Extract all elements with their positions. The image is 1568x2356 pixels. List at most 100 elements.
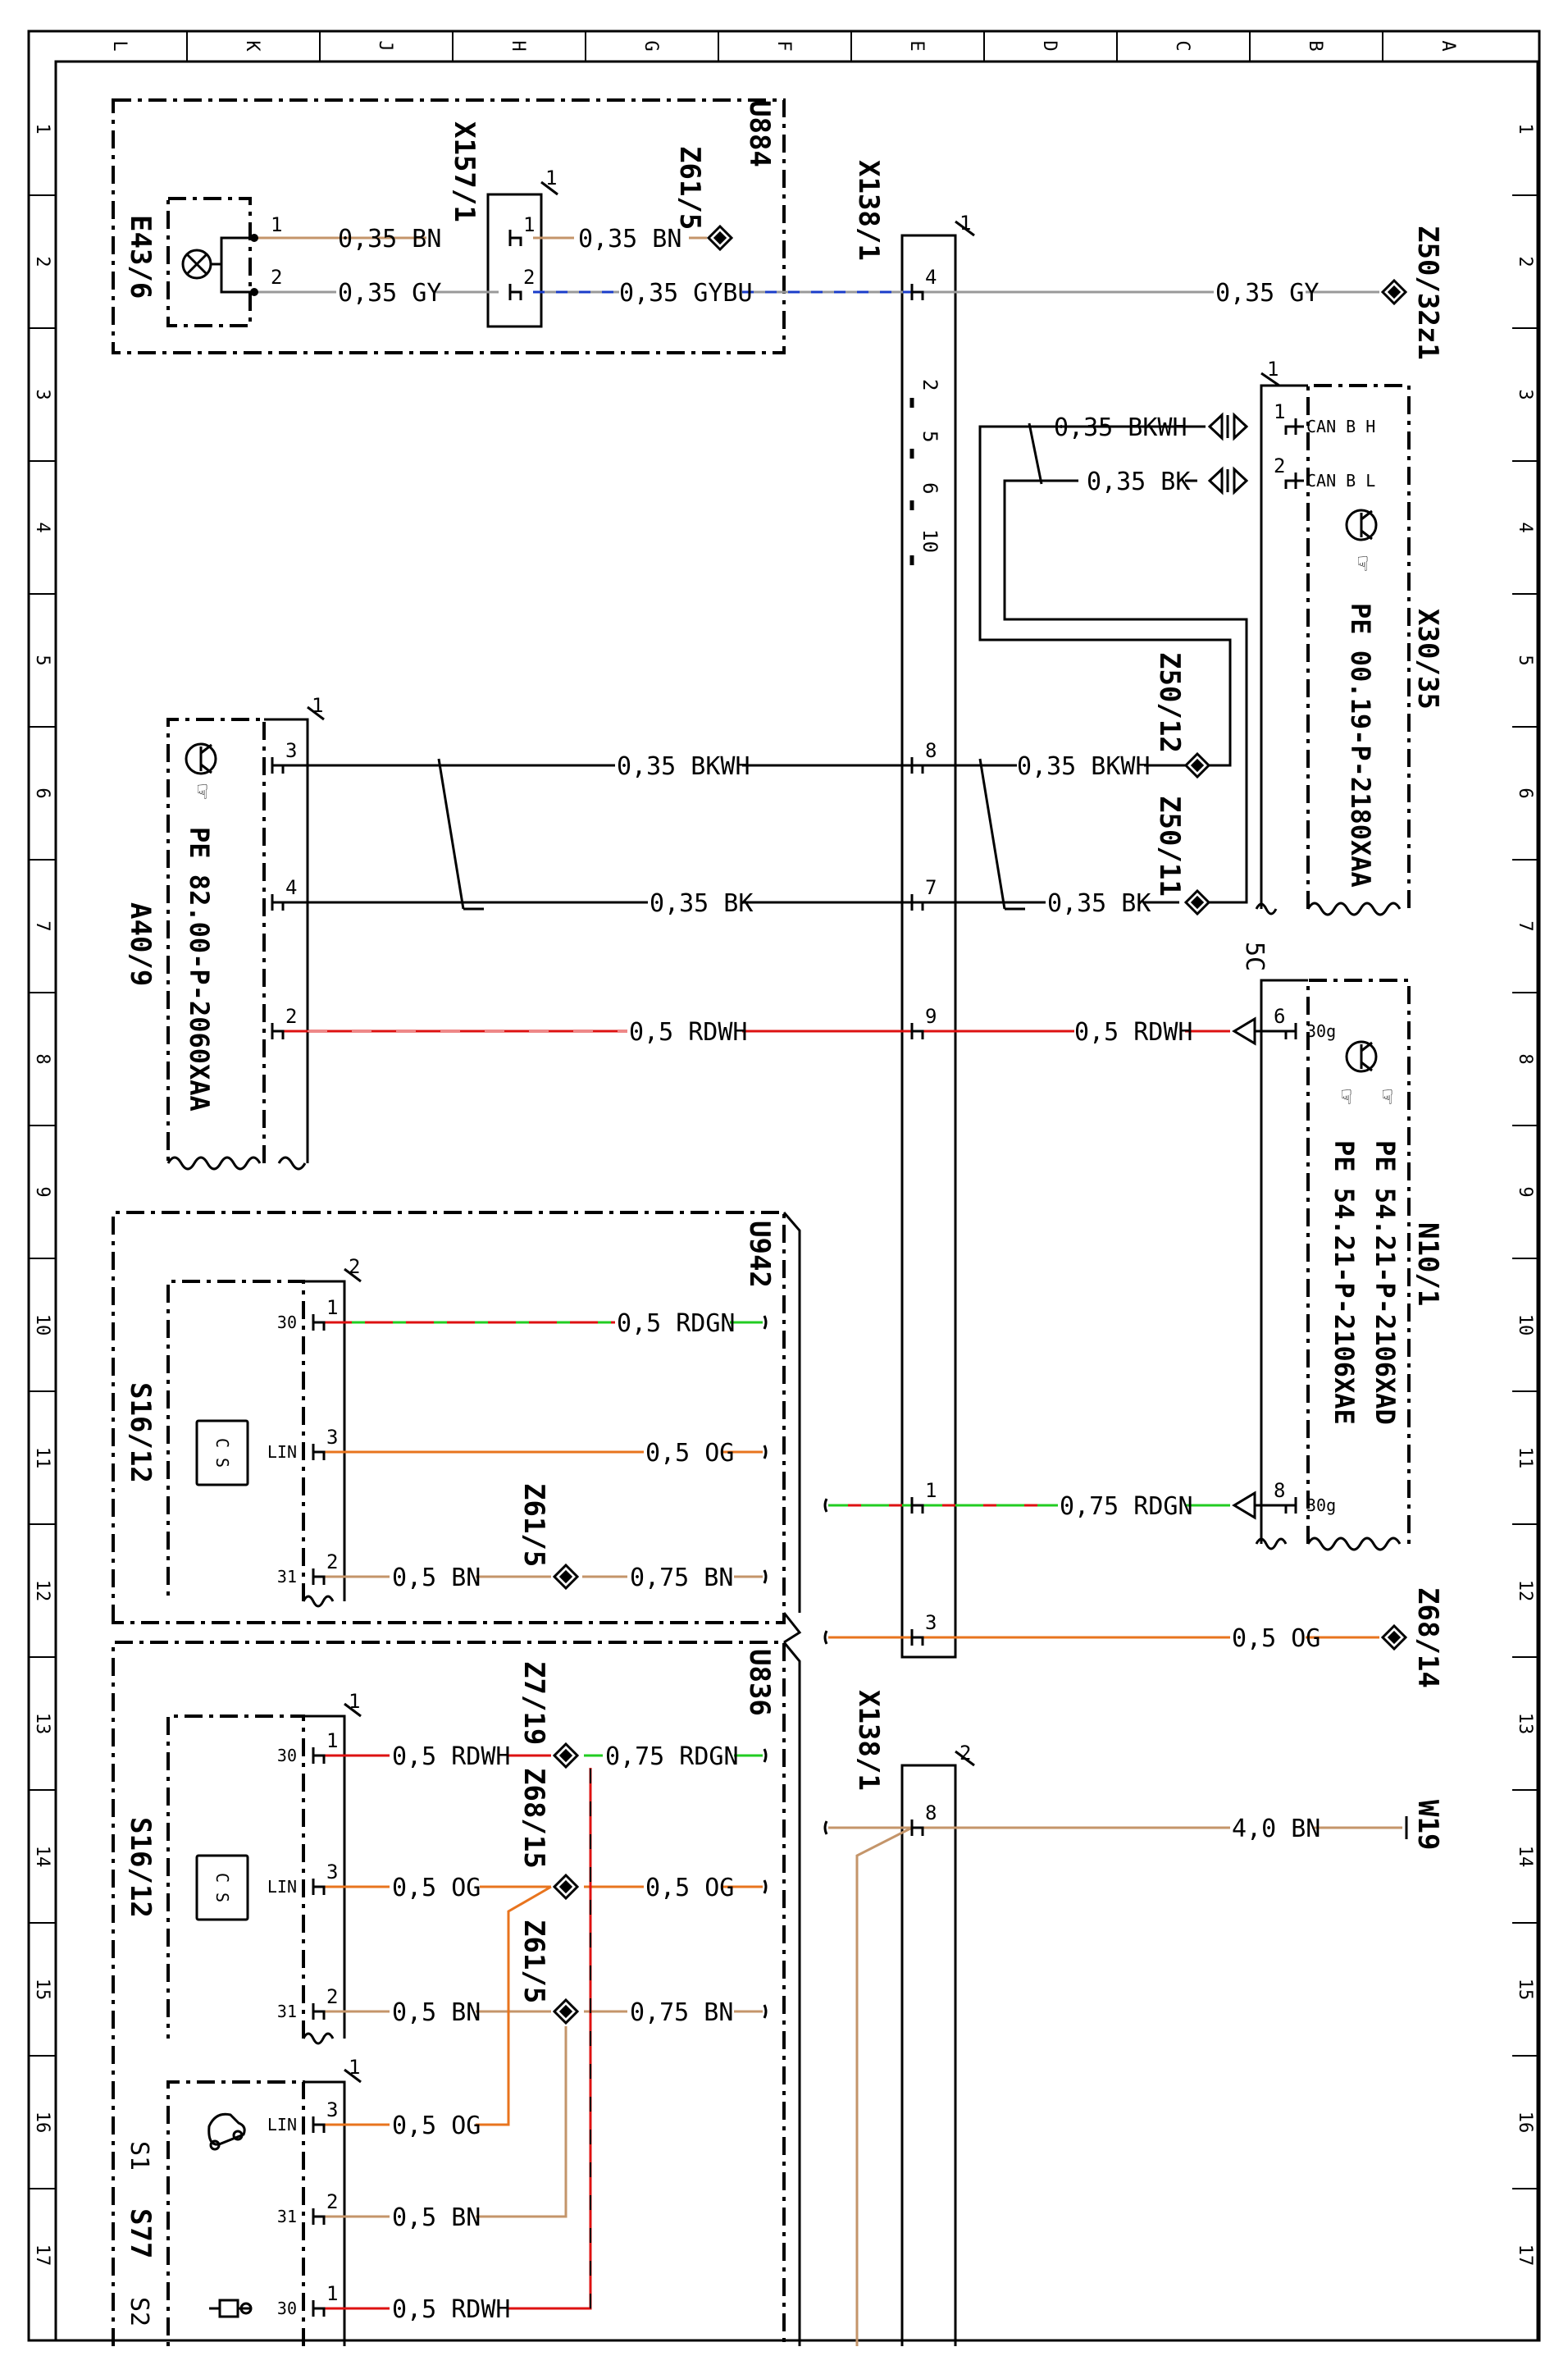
wl-z50-11-bk: 0,35 BK (1047, 889, 1151, 918)
pin-2-label: 2 (918, 379, 941, 390)
grid-col-F: F (773, 40, 794, 51)
wl-s16-og: 0,5 OG (645, 1439, 734, 1468)
pin-30-mid: 30 (277, 1746, 297, 1765)
wl-z68-14-og: 0,5 OG (1232, 1624, 1320, 1653)
label-x30-35: X30/35 (1411, 609, 1444, 710)
e43-6-box (166, 197, 252, 327)
grid-row-r14: 14 (1515, 1846, 1535, 1868)
grid-row-4: 4 (32, 522, 52, 532)
pin-num: 3 (925, 1611, 937, 1634)
pin-num: 2 (326, 2190, 338, 2213)
wl-e43-bn: 0,35 BN (338, 225, 441, 253)
pin-30g-top: 30g (1306, 1021, 1336, 1041)
grid-row-6: 6 (32, 788, 52, 798)
grid-row-7: 7 (32, 920, 52, 931)
grid-row-2: 2 (32, 256, 52, 267)
pin-num: 2 (326, 1985, 338, 2008)
pin-31-mid: 31 (277, 2002, 297, 2021)
pin-30-top: 30 (277, 1313, 297, 1332)
n10-transistor-icon (1345, 1040, 1378, 1073)
grid-row-r10: 10 (1515, 1314, 1535, 1336)
pin-num: 8 (1274, 1479, 1285, 1502)
pin-num: 1 (312, 694, 323, 717)
pin-num: 2 (285, 1005, 297, 1028)
splice-z61-5-bottom (552, 1998, 580, 2025)
pe-x30-35: PE 00.19-P-2180XAA (1345, 603, 1376, 888)
wire-s77-31-bn (324, 2026, 567, 2218)
label-a40-9: A40/9 (124, 902, 157, 986)
splice-z68-15 (552, 1873, 580, 1901)
u942-box (112, 1211, 786, 1624)
pin-lin-top: LIN (267, 1442, 297, 1462)
grid-row-r3: 3 (1515, 389, 1535, 400)
control-unit-symbols (185, 509, 1378, 2318)
wl-a40-bkwh: 0,35 BKWH (617, 752, 750, 781)
can-bh-symbol (1207, 412, 1249, 441)
label-s16-12-bottom: S16/12 (124, 1817, 157, 1918)
grid-col-G: G (640, 40, 661, 51)
wl-x138-1-rdgn: 0,75 RDGN (1060, 1492, 1193, 1521)
grid-col-L: L (109, 40, 130, 51)
grid-col-C: C (1172, 40, 1192, 51)
label-x138-1-bottom: X138/1 (852, 1690, 885, 1791)
pin-num: 4 (925, 266, 937, 289)
label-z68-15: Z68/15 (517, 1768, 550, 1869)
cutoff-marks (166, 902, 1402, 2045)
splice-z50-12 (1183, 751, 1211, 779)
x138-1-bottom-strip (900, 1764, 957, 2346)
grid-row-12: 12 (32, 1580, 52, 1602)
pin-num: 2 (523, 266, 535, 289)
n10-pin6-arrow (1232, 1016, 1256, 1046)
pe-n10-1-a: PE 54.21-P-2106XAD (1370, 1140, 1401, 1425)
splice-z68-14 (1380, 1623, 1408, 1651)
wl-u836-rdwh: 0,5 RDWH (392, 1742, 511, 1771)
pin-num: 1 (326, 2282, 338, 2305)
lamp-symbol (181, 236, 254, 294)
pin-num: 3 (326, 1861, 338, 1883)
wires (254, 236, 1402, 2346)
wl-s77-og: 0,5 OG (392, 2112, 481, 2140)
wl-u836-og-left: 0,5 OG (392, 1874, 481, 1902)
grid-row-r4: 4 (1515, 522, 1535, 532)
x157-1-strip (486, 193, 543, 328)
pin-num: 2 (326, 1550, 338, 1573)
pin-30-s77: 30 (277, 2299, 297, 2318)
label-z7-19: Z7/19 (517, 1661, 550, 1745)
grid-row-11: 11 (32, 1447, 52, 1469)
label-e43-6: E43/6 (124, 215, 157, 299)
pin-10-label: 10 (918, 529, 941, 553)
pin-num: 1 (271, 213, 282, 236)
grid-labels-left: 1 2 3 4 5 6 7 8 9 10 11 12 13 14 15 16 1… (32, 123, 52, 2266)
label-5c: 5C (1240, 942, 1269, 971)
n10-1-box (1306, 979, 1411, 1544)
wl-w19-bn: 4,0 BN (1232, 1815, 1320, 1843)
grid-col-E: E (906, 40, 927, 51)
svg-text:C S: C S (212, 1438, 232, 1468)
pin-num: 1 (545, 167, 557, 189)
grid-col-K: K (242, 40, 262, 52)
pin-6-label: 6 (918, 482, 941, 494)
grid-row-15: 15 (32, 1979, 52, 2001)
grid-labels-right: 1 2 3 4 5 6 7 8 9 10 11 12 13 14 15 16 1… (1515, 123, 1535, 2266)
wl-u836-bn075: 0,75 BN (630, 1998, 733, 2027)
wl-can-bh: 0,35 BKWH (1054, 413, 1187, 442)
grid-row-r15: 15 (1515, 1979, 1535, 2001)
grid-row-r1: 1 (1515, 123, 1535, 134)
grid-row-9: 9 (32, 1186, 52, 1197)
n10-doc-icon-a: ☞ (1373, 1089, 1402, 1104)
connector-strips (264, 180, 1308, 2346)
pin-num: 8 (925, 1801, 937, 1824)
grid-col-J: J (375, 40, 395, 51)
wire-labels: 0,35 BN 0,35 GY 0,35 BN 0,35 GYBU 0,35 G… (338, 225, 1320, 2324)
pin-num: 1 (959, 212, 971, 235)
pin-num: 4 (285, 876, 297, 899)
component-labels: U884 E43/6 X157/1 Z61/5 X138/1 Z50/32z1 … (124, 100, 1444, 2258)
wire-ends (763, 1212, 828, 2346)
label-z61-5-top: Z61/5 (673, 146, 706, 230)
label-s77: S77 (124, 2208, 157, 2258)
n10-pin8-arrow (1232, 1491, 1256, 1520)
label-s1: S1 (125, 2141, 153, 2171)
splice-z50-11 (1183, 888, 1211, 916)
switch-icon-text: C S C S (212, 1438, 232, 1902)
pin-num: 1 (1267, 358, 1279, 381)
